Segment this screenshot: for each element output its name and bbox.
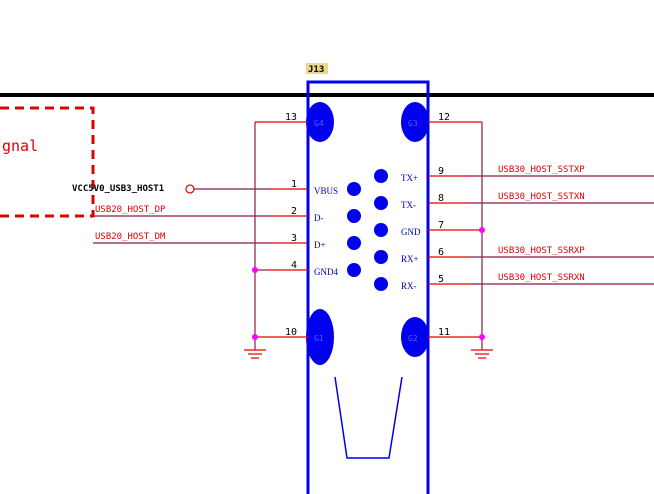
- pin-num-7: 7: [438, 220, 444, 231]
- ground-symbol: [471, 349, 493, 359]
- pad-name-g4: G4: [314, 119, 324, 128]
- open-circle-terminal: [185, 184, 195, 194]
- pin-name-txn: TX-: [401, 200, 416, 210]
- ref-designator-bg: [306, 63, 328, 74]
- contact-dot: [347, 182, 361, 196]
- ground-symbol: [244, 349, 266, 359]
- pin-num-5: 5: [438, 274, 444, 285]
- pin-name-vbus: VBUS: [314, 186, 338, 196]
- net-label-ssrxn: USB30_HOST_SSRXN: [498, 273, 585, 283]
- pin-num-8: 8: [438, 193, 444, 204]
- net-label-sstxn: USB30_HOST_SSTXN: [498, 192, 585, 202]
- net-label-vcc: VCC5V0_USB3_HOST1: [72, 184, 164, 194]
- signal-box-label: gnal: [2, 137, 38, 155]
- pin-name-dm: D-: [314, 213, 324, 223]
- contact-dot: [374, 169, 388, 183]
- pin-name-gnd4: GND4: [314, 267, 338, 277]
- pin-name-dp: D+: [314, 240, 326, 250]
- net-label-dm: USB20_HOST_DM: [95, 232, 166, 242]
- net-label-ssrxp: USB30_HOST_SSRXP: [498, 246, 585, 256]
- pin-name-gnd: GND: [401, 227, 421, 237]
- junction-dot: [479, 334, 485, 340]
- junction-dot: [252, 334, 258, 340]
- pin-name-rxp: RX+: [401, 254, 419, 264]
- pin-num-2: 2: [291, 206, 297, 217]
- pin-num-13: 13: [285, 112, 297, 123]
- pad-name-g1: G1: [314, 334, 324, 343]
- pin-num-11: 11: [438, 327, 450, 338]
- mount-pad-g4: [306, 102, 334, 142]
- contact-dot: [374, 277, 388, 291]
- pin-name-txp: TX+: [401, 173, 418, 183]
- pin-num-6: 6: [438, 247, 444, 258]
- plug-outline: [334, 376, 403, 459]
- pad-name-g3: G3: [408, 119, 418, 128]
- contact-dot: [374, 250, 388, 264]
- pin-num-1: 1: [291, 179, 297, 190]
- contact-dot: [347, 236, 361, 250]
- mount-pad-g2: [401, 317, 429, 357]
- mount-pad-g1: [306, 309, 334, 365]
- pin-num-3: 3: [291, 233, 297, 244]
- junction-dot: [252, 267, 258, 273]
- pin-num-4: 4: [291, 260, 297, 271]
- pin-name-rxn: RX-: [401, 281, 417, 291]
- signal-box: [0, 106, 95, 218]
- ref-designator: J13: [308, 65, 324, 75]
- pin-num-12: 12: [438, 112, 450, 123]
- junction-dot: [479, 227, 485, 233]
- contact-dot: [347, 263, 361, 277]
- connector-body: [306, 80, 430, 494]
- pin-num-9: 9: [438, 166, 444, 177]
- mount-pad-g3: [401, 102, 429, 142]
- contact-dot: [374, 196, 388, 210]
- pad-name-g2: G2: [408, 334, 418, 343]
- net-label-sstxp: USB30_HOST_SSTXP: [498, 165, 585, 175]
- contact-dot: [374, 223, 388, 237]
- net-label-dp: USB20_HOST_DP: [95, 205, 166, 215]
- pin-num-10: 10: [285, 327, 297, 338]
- contact-dot: [347, 209, 361, 223]
